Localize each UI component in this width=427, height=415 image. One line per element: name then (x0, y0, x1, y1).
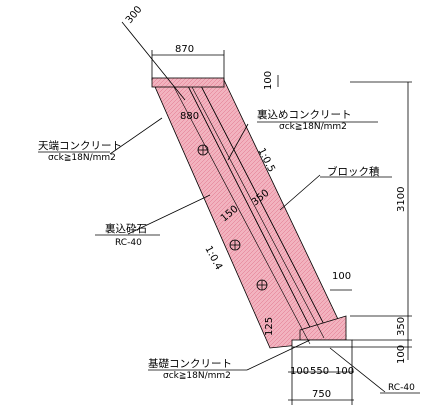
drain-pipe-icon (229, 239, 241, 251)
label-base-concrete: 基礎コンクリート (148, 357, 232, 370)
drain-pipe-icon (197, 144, 209, 156)
wall-section (151, 77, 353, 349)
dim-750: 750 (312, 389, 331, 400)
drain-pipe-icon (256, 279, 268, 291)
base-gravel-zone (291, 339, 353, 348)
slope-back: 1:0.4 (202, 244, 224, 272)
label-backfill-concrete: 裏込めコンクリート (257, 108, 352, 121)
dim-100-right: 100 (332, 271, 351, 282)
leader-lines (109, 117, 386, 393)
callouts: 天端コンクリート σck≧18N/mm2 裏込めコンクリート σck≧18N/m… (38, 108, 420, 394)
crown-concrete-zone (151, 77, 225, 88)
dim-880: 880 (180, 111, 199, 122)
dim-3100: 3100 (396, 187, 407, 212)
dim-350-right: 350 (396, 317, 407, 336)
dim-870: 870 (175, 44, 194, 55)
label-crown-concrete: 天端コンクリート (38, 139, 122, 152)
drain-pipes (197, 144, 268, 291)
label-block-masonry: ブロック積 (327, 165, 380, 178)
inner-line-1 (173, 86, 311, 345)
label-backfill-gravel-spec: RC-40 (115, 238, 142, 248)
dimension-texts: 300 870 880 100 3100 150 350 100 350 100… (124, 4, 407, 400)
label-base-gravel-spec: RC-40 (388, 383, 415, 393)
dim-550: 550 (310, 366, 329, 377)
dimension-lines (121, 21, 412, 405)
label-crown-concrete-spec: σck≧18N/mm2 (48, 153, 116, 163)
label-backfill-gravel: 裏込砕石 (105, 222, 147, 235)
label-base-concrete-spec: σck≧18N/mm2 (163, 371, 231, 381)
dim-100-bottom-right: 100 (396, 345, 407, 364)
dim-125: 125 (264, 317, 275, 336)
dim-300: 300 (124, 4, 145, 26)
inner-line-2 (191, 86, 325, 339)
dim-100-a: 100 (290, 366, 309, 377)
dim-100-b: 100 (335, 366, 354, 377)
label-backfill-concrete-spec: σck≧18N/mm2 (279, 122, 347, 132)
dim-100-top: 100 (263, 71, 274, 90)
